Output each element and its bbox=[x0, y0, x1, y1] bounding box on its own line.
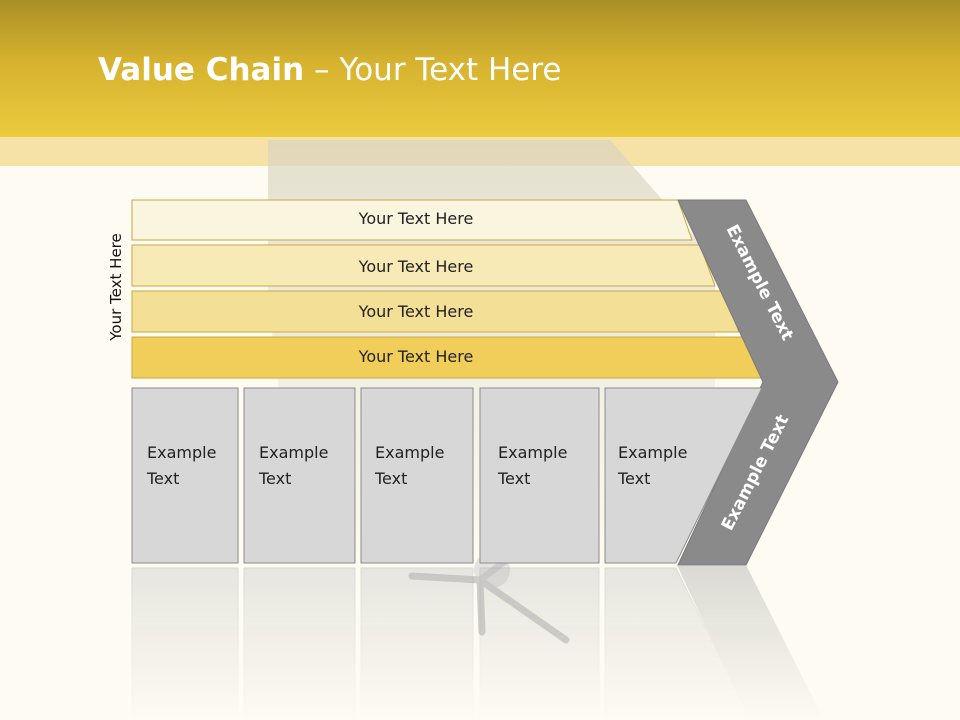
support-activity-1-label: Your Text Here bbox=[358, 209, 474, 228]
primary-activity-1-line2: Text bbox=[146, 469, 179, 488]
primary-activity-2: Example Text bbox=[243, 387, 356, 564]
title-rest: – Your Text Here bbox=[304, 52, 562, 88]
primary-activity-5-line1: Example bbox=[618, 443, 687, 462]
support-activity-3: Your Text Here bbox=[131, 290, 740, 333]
primary-activity-2-line2: Text bbox=[258, 469, 291, 488]
primary-activity-1: Example Text bbox=[131, 387, 239, 564]
primary-activity-4-line1: Example bbox=[498, 443, 567, 462]
support-activity-4-label: Your Text Here bbox=[358, 347, 474, 366]
primary-activity-3-line2: Text bbox=[374, 469, 407, 488]
primary-activity-4-line2: Text bbox=[497, 469, 530, 488]
support-activity-2: Your Text Here bbox=[131, 244, 716, 287]
primary-activity-1-line1: Example bbox=[147, 443, 216, 462]
title-bold: Value Chain bbox=[98, 52, 305, 88]
primary-activity-5: Example Text bbox=[604, 387, 763, 564]
support-activity-1: Your Text Here bbox=[131, 199, 693, 241]
side-label-text: Your Text Here bbox=[107, 233, 125, 341]
support-activity-2-label: Your Text Here bbox=[358, 257, 474, 276]
header-bar bbox=[0, 0, 960, 137]
primary-activity-3-line1: Example bbox=[375, 443, 444, 462]
slide-title: Value Chain – Your Text Here bbox=[98, 52, 561, 88]
support-activity-4: Your Text Here bbox=[131, 336, 764, 379]
primary-activity-4: Example Text bbox=[479, 387, 600, 564]
primary-activity-3: Example Text bbox=[360, 387, 474, 564]
primary-activity-2-line1: Example bbox=[259, 443, 328, 462]
diagram-reflection bbox=[131, 565, 824, 720]
support-activity-3-label: Your Text Here bbox=[358, 302, 474, 321]
primary-activity-5-line2: Text bbox=[617, 469, 650, 488]
